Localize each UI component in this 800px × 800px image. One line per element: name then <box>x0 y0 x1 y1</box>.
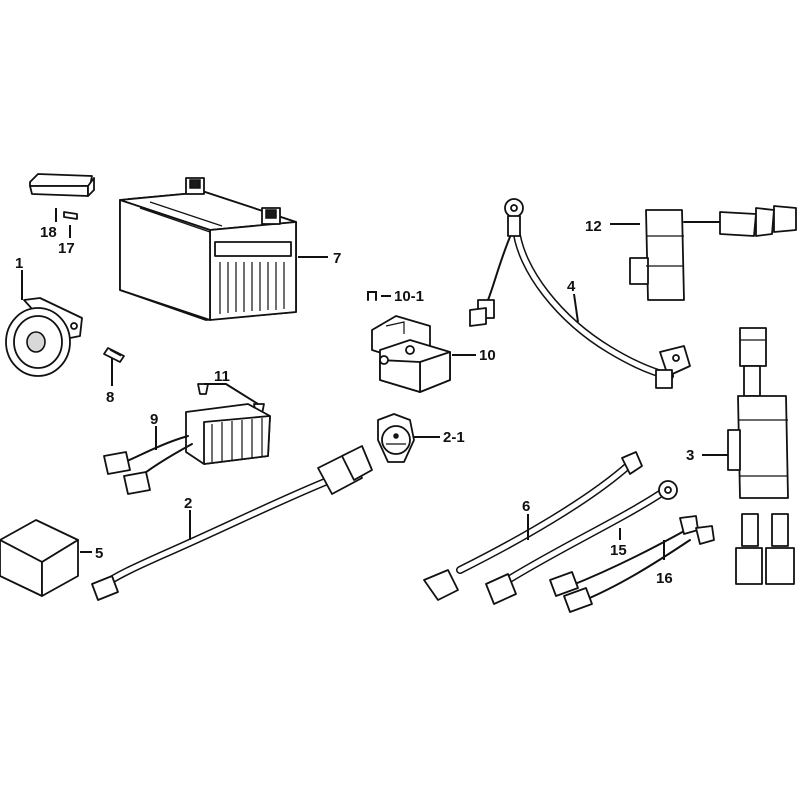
callout-15: 15 <box>610 542 627 559</box>
part-15-cable <box>485 480 678 605</box>
part-10-1-clip <box>367 291 377 301</box>
callout-4: 4 <box>567 278 576 295</box>
part-8-screw <box>103 347 125 363</box>
callout-10-1: 10-1 <box>394 288 424 305</box>
part-12-relay <box>629 205 797 301</box>
part-4-harness <box>469 198 691 389</box>
part-10-relay <box>371 315 451 393</box>
callout-9: 9 <box>150 411 158 428</box>
part-7-battery <box>119 177 297 321</box>
leader-11 <box>204 383 259 405</box>
callout-1: 1 <box>15 255 23 272</box>
part-1-horn <box>5 297 83 377</box>
callout-5: 5 <box>95 545 103 562</box>
callout-17: 17 <box>58 240 75 257</box>
part-16-harness <box>549 515 715 613</box>
callout-16: 16 <box>656 570 673 587</box>
callout-3: 3 <box>686 447 694 464</box>
part-9-regulator <box>103 403 271 495</box>
callout-8: 8 <box>106 389 114 406</box>
callout-7: 7 <box>333 250 341 267</box>
callout-2-1: 2-1 <box>443 429 465 446</box>
callout-10: 10 <box>479 347 496 364</box>
part-2-1-cap <box>377 413 415 463</box>
part-2-socket-cable <box>91 445 373 601</box>
callout-11: 11 <box>214 368 230 385</box>
part-17-pin <box>63 211 78 220</box>
part-6-cable <box>423 451 643 601</box>
part-3-starter-relay <box>727 327 795 585</box>
part-18-block <box>29 173 95 197</box>
leader-4 <box>573 293 579 323</box>
callout-2: 2 <box>184 495 192 512</box>
callout-12: 12 <box>585 218 602 235</box>
callout-18: 18 <box>40 224 57 241</box>
callout-6: 6 <box>522 498 530 515</box>
part-5-block <box>0 519 79 597</box>
